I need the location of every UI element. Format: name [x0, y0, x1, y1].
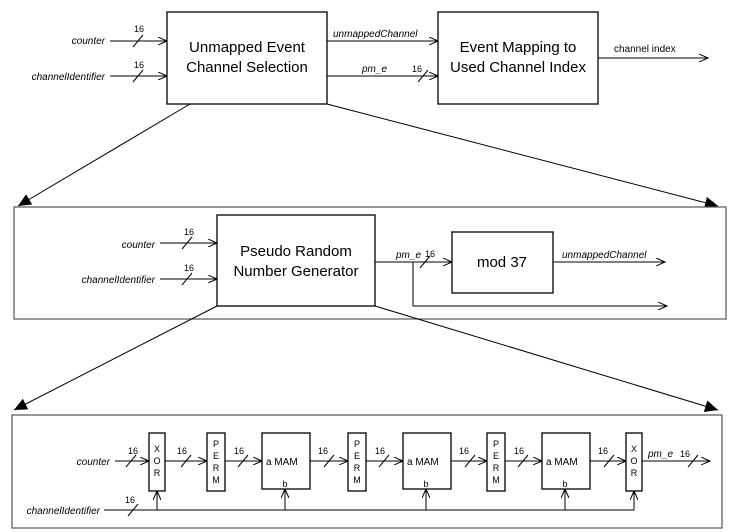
mid-pm-e-branch-wire [412, 262, 667, 306]
mid-channelidentifier-width: 16 [184, 263, 194, 273]
bot-input-channelidentifier: channelIdentifier [27, 506, 101, 517]
bottom-frame [11, 414, 723, 529]
xor-block-1 [148, 432, 166, 492]
top-signal-unmappedchannel: unmappedChannel [333, 29, 418, 40]
selection-box-label-line1: Unmapped Event [189, 39, 306, 56]
top-counter-slash [132, 34, 144, 48]
bot-output-pm-e: pm_e [647, 449, 673, 460]
bot-width-4: 16 [375, 446, 385, 456]
mod-37-label: mod 37 [477, 254, 527, 271]
selection-box-label-line2: Channel Selection [186, 59, 308, 76]
middle-level-diagram: counter 16 channelIdentifier 16 Pseudo R… [13, 206, 727, 320]
bot-width-6: 16 [514, 446, 524, 456]
bottom-level-diagram: counter 16 channelIdentifier 16 X O R 16… [11, 414, 723, 529]
mam1-b-label: b [282, 479, 287, 489]
perm3-letter-r: R [493, 463, 500, 473]
top-counter-width: 16 [134, 24, 144, 34]
xor2-letter-r: R [631, 468, 638, 478]
bot-counter-width: 16 [128, 446, 138, 456]
top-channelidentifier-slash [132, 69, 144, 83]
bot-slash-1 [180, 454, 192, 468]
perm1-letter-e: E [213, 451, 219, 461]
bot-slash-5 [464, 454, 476, 468]
perm2-letter-r: R [354, 463, 361, 473]
top-signal-pm-e: pm_e [361, 64, 387, 75]
bot-width-7: 16 [598, 446, 608, 456]
mapping-box-label-line2: Used Channel Index [450, 59, 586, 76]
bot-slash-2 [237, 454, 249, 468]
mid-pm-e-slash [419, 255, 431, 269]
mid-output-unmappedchannel: unmappedChannel [562, 250, 647, 261]
top-input-counter: counter [72, 36, 106, 47]
mid-pm-e-width: 16 [425, 249, 435, 259]
xor1-letter-o: O [153, 456, 160, 466]
bot-width-2: 16 [234, 446, 244, 456]
bot-width-3: 16 [318, 446, 328, 456]
unmapped-event-selection-box [166, 11, 328, 105]
xor2-letter-o: O [630, 456, 637, 466]
top-pm-e-width: 16 [412, 64, 422, 74]
top-output-channel-index: channel index [614, 44, 676, 55]
bot-output-slash [687, 454, 699, 468]
zoom-arrow-right-1 [326, 103, 719, 209]
xor2-letter-x: X [631, 444, 637, 454]
prng-label-line1: Pseudo Random [240, 243, 352, 260]
zoom-arrow-left-2 [13, 305, 218, 411]
perm2-letter-p: P [354, 439, 360, 449]
mam3-b-label: b [562, 479, 567, 489]
bot-channelidentifier-slash [127, 503, 139, 517]
zoom-arrow-right-2 [374, 305, 719, 412]
bot-input-counter: counter [77, 457, 111, 468]
bot-width-1: 16 [177, 446, 187, 456]
top-channelidentifier-width: 16 [134, 60, 144, 70]
bot-channelidentifier-width: 16 [125, 495, 135, 505]
mam-block-1 [261, 432, 311, 490]
event-mapping-box [437, 11, 599, 105]
perm-block-1 [206, 432, 226, 492]
perm2-letter-m: M [353, 475, 361, 485]
prng-label-line2: Number Generator [233, 263, 358, 280]
perm1-letter-r: R [213, 463, 220, 473]
mam1-label: a MAM [266, 457, 298, 468]
perm1-letter-p: P [213, 439, 219, 449]
perm3-letter-m: M [492, 475, 500, 485]
mam2-label: a MAM [407, 457, 439, 468]
perm3-letter-p: P [493, 439, 499, 449]
perm-block-2 [347, 432, 367, 492]
zoom-arrow-left-1 [17, 103, 191, 207]
perm1-letter-m: M [212, 475, 220, 485]
mid-counter-width: 16 [184, 227, 194, 237]
xor1-letter-x: X [154, 444, 160, 454]
mid-channelidentifier-slash [181, 272, 193, 286]
perm3-letter-e: E [493, 451, 499, 461]
top-input-channelidentifier: channelIdentifier [32, 72, 106, 83]
mapping-box-label-line1: Event Mapping to [460, 39, 577, 56]
top-pm-e-slash [417, 69, 429, 83]
bot-slash-3 [323, 454, 335, 468]
mam2-b-label: b [423, 479, 428, 489]
xor1-letter-r: R [154, 468, 161, 478]
bot-counter-slash [125, 454, 137, 468]
mam3-label: a MAM [546, 457, 578, 468]
bot-channelidentifier-bus [104, 491, 634, 511]
mid-counter-slash [181, 236, 193, 250]
bot-slash-6 [517, 454, 529, 468]
bot-output-width: 16 [680, 449, 690, 459]
mid-input-channelidentifier: channelIdentifier [82, 275, 156, 286]
mid-signal-pm-e: pm_e [395, 250, 421, 261]
top-level-diagram: counter 16 channelIdentifier 16 Unmapped… [32, 11, 708, 105]
prng-box [216, 214, 376, 307]
perm-block-3 [486, 432, 506, 492]
bot-width-5: 16 [459, 446, 469, 456]
mid-input-counter: counter [122, 240, 156, 251]
xor-block-2 [625, 432, 643, 492]
bot-slash-7 [603, 454, 615, 468]
bot-slash-4 [378, 454, 390, 468]
perm2-letter-e: E [354, 451, 360, 461]
